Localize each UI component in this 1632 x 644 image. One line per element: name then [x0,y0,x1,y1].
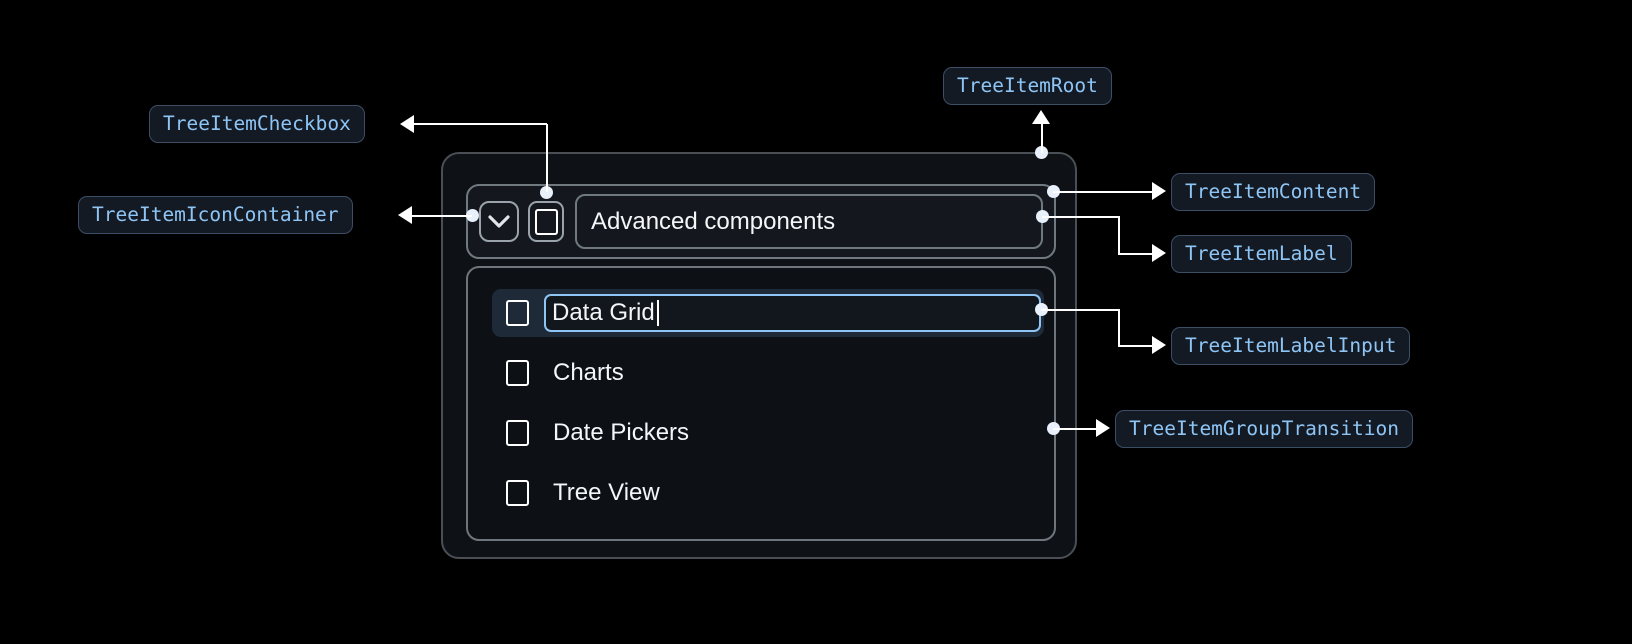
annotation-chip-label: TreeItemIconContainer [92,203,339,227]
connector-line-icon-container [402,214,472,217]
row-spacer [468,397,1054,409]
connector-line-root [1040,121,1043,153]
text-caret [656,300,659,326]
checkbox-unchecked-icon[interactable] [506,420,529,446]
tree-item-label-text: Advanced components [591,207,836,235]
annotation-chip-tree-item-content[interactable]: TreeItemContent [1171,173,1376,211]
annotation-chip-tree-item-group-transition[interactable]: TreeItemGroupTransition [1115,410,1414,448]
row-spacer [468,337,1054,349]
tree-row-charts[interactable]: Charts [492,349,1044,397]
connector-arrow-root [1032,110,1050,124]
connector-arrow-label [1152,244,1166,262]
connector-arrow-icon-container [398,206,412,224]
tree-row-date-pickers[interactable]: Date Pickers [492,409,1044,457]
tree-item-group-transition: Data Grid Charts Date Pickers Tree View [466,266,1056,541]
row-spacer [468,457,1054,469]
connector-dot-icon-container [466,209,479,222]
checkbox-unchecked-icon[interactable] [506,480,529,506]
tree-row-tree-view[interactable]: Tree View [492,469,1044,517]
checkbox-unchecked-icon [534,208,558,235]
connector-line-label-3 [1118,252,1155,255]
tree-item-label-text: Date Pickers [553,419,690,446]
annotation-chip-label: TreeItemRoot [957,74,1098,98]
chevron-down-icon [488,214,510,229]
tree-row-data-grid[interactable]: Data Grid [492,289,1044,337]
connector-line-label-1 [1042,215,1120,218]
connector-arrow-group-transition [1096,419,1110,437]
annotation-chip-tree-item-root[interactable]: TreeItemRoot [943,67,1112,105]
connector-arrow-content [1152,182,1166,200]
annotation-chip-label: TreeItemContent [1185,180,1362,204]
annotation-chip-tree-item-icon-container[interactable]: TreeItemIconContainer [78,196,353,234]
connector-line-label-input-3 [1118,344,1155,347]
annotation-chip-label: TreeItemLabelInput [1185,334,1397,358]
connector-line-content [1053,190,1155,193]
annotation-chip-tree-item-label-input[interactable]: TreeItemLabelInput [1171,327,1411,365]
connector-line-label-input-1 [1041,308,1120,311]
tree-item-root[interactable]: Advanced components Data Grid Charts Dat… [441,152,1077,559]
tree-item-label-text: Tree View [553,479,660,506]
tree-item-checkbox[interactable] [528,201,564,242]
checkbox-unchecked-icon[interactable] [506,360,529,386]
connector-arrow-checkbox [400,115,414,133]
annotation-chip-label: TreeItemLabel [1185,242,1338,266]
tree-item-label-input[interactable]: Data Grid [544,294,1041,332]
annotation-chip-label: TreeItemCheckbox [163,112,351,136]
annotation-chip-tree-item-label[interactable]: TreeItemLabel [1171,235,1352,273]
connector-line-checkbox-vertical [545,124,548,192]
tree-item-label-input-value: Data Grid [552,299,655,326]
tree-item-label[interactable]: Advanced components [575,194,1043,249]
connector-dot-checkbox [540,186,553,199]
tree-item-content[interactable]: Advanced components [466,184,1056,259]
connector-line-checkbox-horizontal [414,123,547,125]
connector-arrow-label-input [1152,336,1166,354]
tree-item-icon-container[interactable] [479,201,519,242]
connector-line-group-transition [1053,427,1099,430]
checkbox-unchecked-icon[interactable] [506,300,529,326]
annotation-chip-label: TreeItemGroupTransition [1129,417,1400,441]
annotation-chip-tree-item-checkbox[interactable]: TreeItemCheckbox [149,105,365,143]
connector-line-label-2 [1118,215,1120,254]
tree-item-label-text: Charts [553,359,624,386]
connector-line-label-input-2 [1118,308,1120,347]
